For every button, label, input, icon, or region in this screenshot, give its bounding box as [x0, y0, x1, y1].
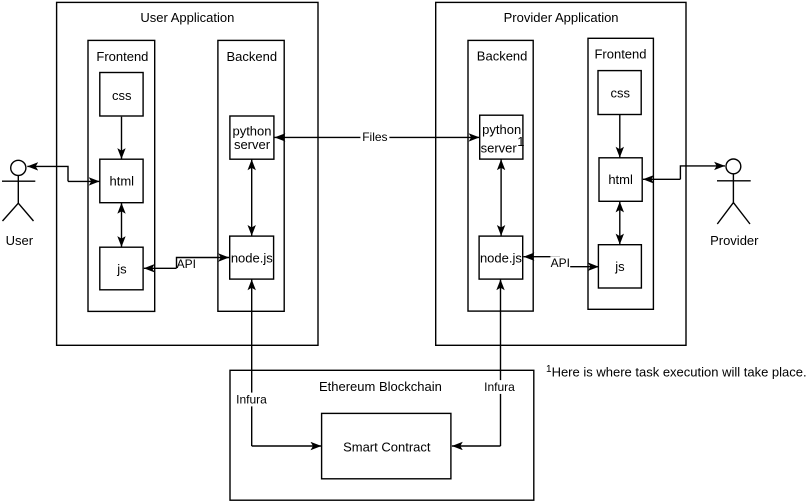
svg-text:Ethereum Blockchain: Ethereum Blockchain	[319, 379, 442, 394]
svg-text:server: server	[234, 137, 271, 152]
svg-text:1: 1	[517, 134, 524, 149]
svg-text:Smart Contract: Smart Contract	[343, 440, 431, 455]
svg-text:Files: Files	[362, 130, 387, 144]
svg-text:html: html	[608, 172, 633, 187]
svg-text:API: API	[177, 257, 196, 271]
svg-text:1Here is where task execution: 1Here is where task execution will take …	[546, 364, 807, 380]
svg-text:css: css	[611, 85, 631, 100]
svg-text:User Application: User Application	[140, 10, 234, 25]
svg-text:server: server	[481, 140, 518, 155]
svg-text:Infura: Infura	[484, 380, 515, 394]
svg-text:html: html	[110, 174, 135, 189]
svg-text:Provider: Provider	[710, 233, 759, 248]
svg-text:css: css	[112, 88, 132, 103]
svg-text:Provider Application: Provider Application	[504, 10, 619, 25]
svg-text:Backend: Backend	[227, 49, 278, 64]
svg-text:node.js: node.js	[480, 250, 522, 265]
svg-text:python: python	[482, 122, 521, 137]
svg-text:python: python	[232, 124, 271, 139]
svg-text:API: API	[551, 256, 570, 270]
svg-text:js: js	[614, 259, 625, 274]
svg-text:Frontend: Frontend	[96, 49, 148, 64]
svg-text:Infura: Infura	[236, 393, 267, 407]
svg-text:node.js: node.js	[231, 250, 273, 265]
svg-text:User: User	[6, 233, 34, 248]
svg-text:js: js	[116, 261, 127, 276]
svg-text:Frontend: Frontend	[594, 46, 646, 61]
svg-text:Backend: Backend	[477, 49, 528, 64]
